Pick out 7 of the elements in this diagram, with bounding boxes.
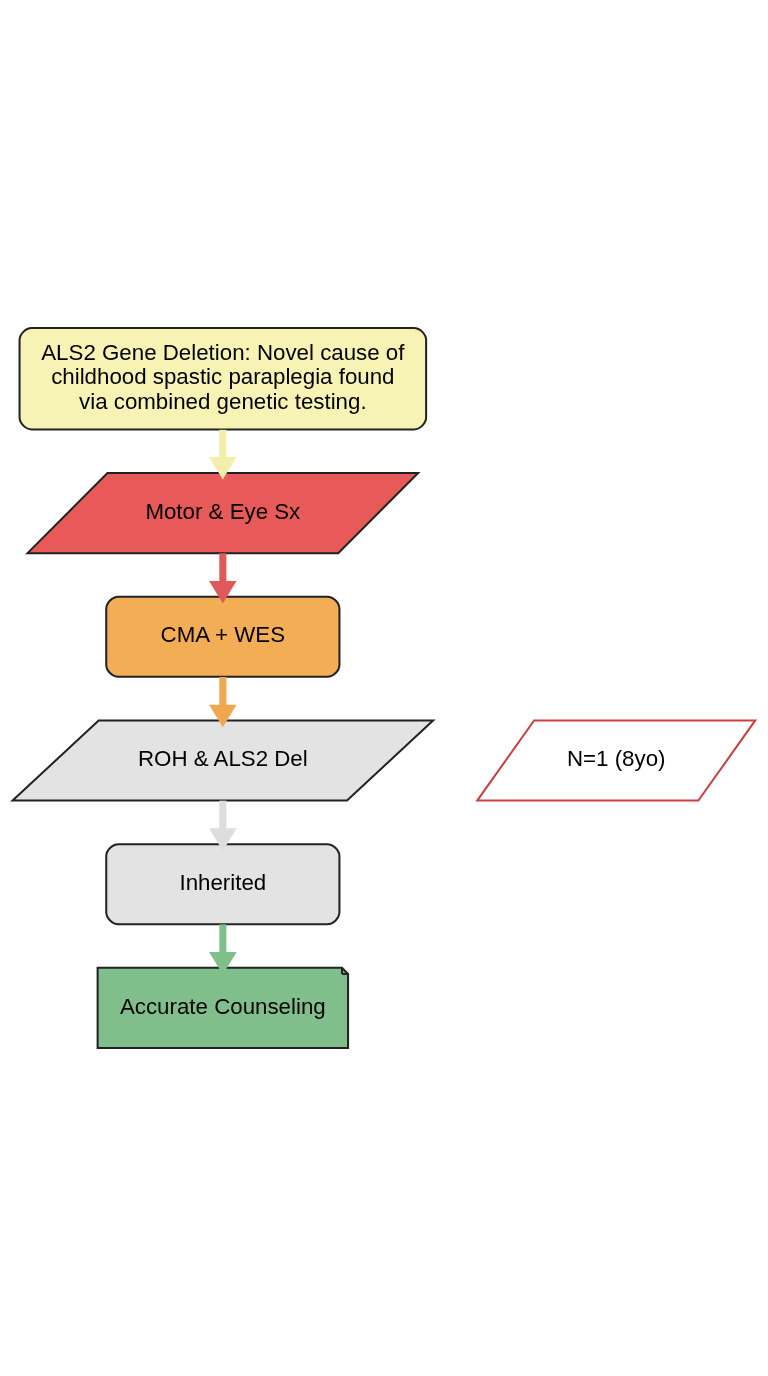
node-box: Inherited <box>105 843 341 926</box>
arrow <box>209 429 237 480</box>
arrow <box>209 553 237 604</box>
node-box: CMA + WES <box>105 595 341 678</box>
arrow <box>209 800 237 851</box>
arrow <box>209 677 237 728</box>
node-box: ALS2 Gene Deletion: Novel cause of childhood spastic paraplegia found via combined genetic testing. <box>18 327 428 431</box>
